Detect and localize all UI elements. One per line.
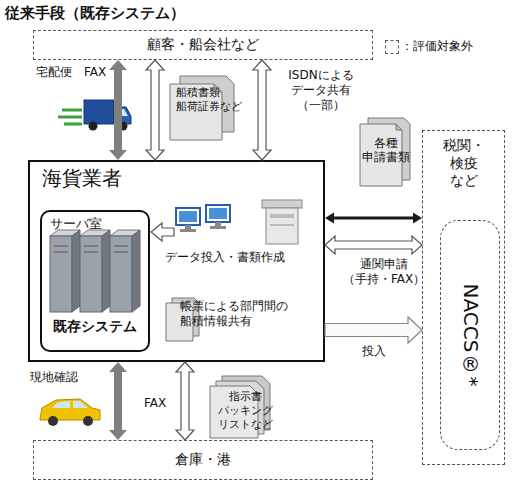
edge-label: 投入	[362, 344, 386, 359]
node-text: 既存システム	[42, 318, 148, 336]
group-band: 倉庫・港	[33, 440, 373, 480]
double-arrow	[325, 236, 422, 254]
server-icon	[50, 230, 140, 312]
note-text: 各種 申請書類	[361, 136, 411, 165]
note-text: 帳票による部門間の 船積情報共有	[180, 299, 320, 329]
input-arrow	[151, 223, 174, 241]
double-arrow	[146, 60, 164, 160]
arrow	[325, 317, 422, 343]
note-text: 宅配便 FAX	[36, 65, 106, 80]
note-text: 船積書類 船荷証券など	[176, 86, 248, 114]
legend-swatch	[385, 40, 399, 54]
node-label: サーバ室	[50, 216, 102, 232]
document-icon	[360, 118, 410, 186]
double-arrow	[109, 60, 127, 160]
node-label: NACCS®*	[458, 284, 483, 387]
double-arrow	[176, 362, 194, 440]
legend-text: ：評価対象外	[401, 39, 473, 54]
edge-label: 通関申請 （手持・FAX）	[342, 257, 426, 287]
computer-icon	[176, 205, 230, 232]
diagram-title: 従来手段（既存システム）	[5, 4, 185, 23]
double-arrow	[253, 60, 271, 160]
node-label: 税関・検疫 など	[441, 137, 487, 190]
group-band: 顧客・船会社など	[33, 30, 373, 60]
note-text: 指示書 パッキング リストなど	[216, 390, 274, 431]
note-text: FAX	[144, 396, 166, 411]
double-arrow	[325, 213, 422, 224]
double-arrow	[109, 362, 127, 440]
node-label: 倉庫・港	[34, 451, 372, 469]
node-label: 顧客・船会社など	[34, 36, 372, 54]
note-text: 現地確認	[30, 370, 78, 385]
printer-icon	[262, 200, 302, 244]
system-box: NACCS®*	[440, 220, 500, 450]
note-text: データ投入・書類作成	[165, 250, 305, 265]
car-icon	[40, 399, 100, 426]
edge-label: ISDNによる データ共有 （一部）	[280, 68, 362, 113]
node-label: 海貨業者	[42, 166, 122, 191]
server-room-box: サーバ室既存システム	[40, 210, 150, 352]
authority-box: 税関・検疫 など NACCS®*	[422, 130, 505, 465]
